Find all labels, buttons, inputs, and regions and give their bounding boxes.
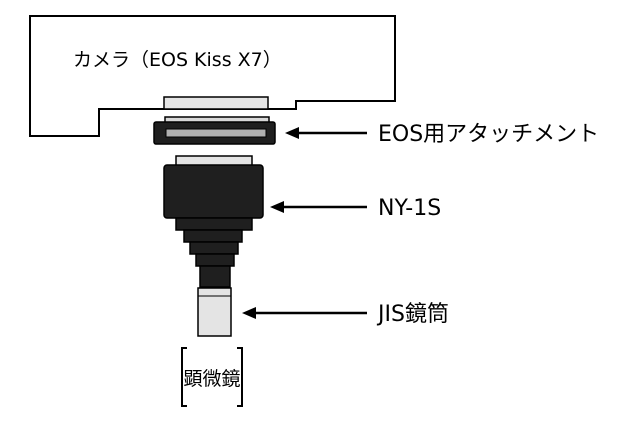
eos-attachment-part (153, 116, 276, 145)
camera-body (29, 15, 396, 137)
jis-tube-arrow (242, 307, 367, 319)
camera-mount (163, 96, 269, 110)
ny-1s-arrow (270, 201, 367, 213)
eos-attachment-arrow (285, 127, 367, 139)
microscope-label: 顕微鏡 (183, 368, 240, 390)
jis-tube-label: JIS鏡筒 (376, 302, 449, 327)
ny-1s-part (163, 155, 264, 288)
ny-1s-label: NY-1S (378, 196, 441, 221)
eos-attachment-label: EOS用アタッチメント (378, 122, 599, 147)
microscope-outline (181, 347, 243, 407)
jis-tube-part (197, 287, 232, 337)
camera-label: カメラ（EOS Kiss X7） (73, 49, 282, 71)
